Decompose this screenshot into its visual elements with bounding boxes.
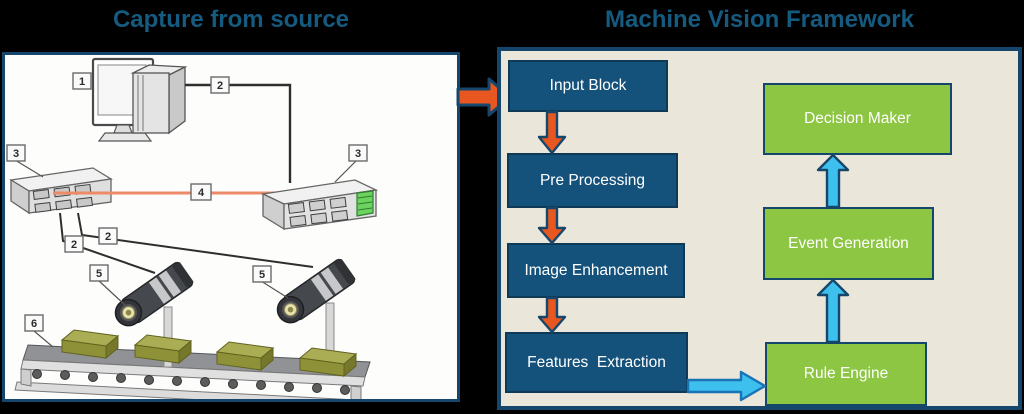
svg-text:3: 3 bbox=[13, 148, 19, 160]
callout-camera-cable-a: 2 bbox=[64, 235, 84, 253]
block-image-enhancement: Image Enhancement bbox=[507, 243, 685, 298]
framework-panel: Input Block Pre Processing Image Enhance… bbox=[497, 47, 1022, 410]
right-switch-icon bbox=[260, 179, 379, 231]
arrow-preprocessing-to-enhancement-icon bbox=[537, 206, 567, 245]
block-features-extraction: Features Extraction bbox=[505, 332, 688, 393]
svg-text:4: 4 bbox=[198, 187, 205, 199]
arrow-rule-to-event-icon bbox=[816, 278, 850, 344]
left-camera-icon bbox=[114, 261, 194, 327]
block-pre-processing: Pre Processing bbox=[507, 153, 678, 208]
callout-switch-link: 4 bbox=[190, 183, 212, 201]
computer-cable bbox=[185, 83, 292, 183]
svg-text:5: 5 bbox=[259, 269, 265, 281]
conveyor-rollers bbox=[32, 369, 350, 395]
arrow-input-to-preprocessing-icon bbox=[537, 110, 567, 155]
framework-title: Machine Vision Framework bbox=[605, 6, 914, 33]
block-label: Event Generation bbox=[788, 234, 909, 252]
block-label: Image Enhancement bbox=[524, 261, 668, 279]
svg-text:1: 1 bbox=[79, 76, 85, 88]
block-label: Features Extraction bbox=[527, 353, 666, 371]
block-label: Decision Maker bbox=[804, 110, 911, 127]
svg-text:2: 2 bbox=[71, 239, 77, 251]
camera-cable-a bbox=[59, 212, 156, 274]
capture-panel: 1 2 3 3 4 2 2 5 bbox=[2, 52, 460, 409]
callout-camera-cable-b: 2 bbox=[98, 227, 118, 245]
svg-text:5: 5 bbox=[96, 268, 102, 280]
block-decision-maker: Decision Maker bbox=[763, 83, 952, 155]
svg-text:2: 2 bbox=[105, 231, 111, 243]
arrow-features-to-rule-icon bbox=[686, 370, 767, 402]
block-rule-engine: Rule Engine bbox=[765, 342, 927, 406]
right-camera-icon bbox=[276, 258, 356, 324]
computer-tower-icon bbox=[130, 64, 188, 135]
left-switch-icon bbox=[9, 167, 113, 215]
block-event-generation: Event Generation bbox=[763, 207, 934, 280]
callout-computer-cable: 2 bbox=[210, 76, 230, 94]
arrow-event-to-decision-icon bbox=[816, 153, 850, 209]
camera-cable-b bbox=[77, 212, 314, 268]
parcel-boxes bbox=[60, 329, 358, 378]
callout-left-switch: 3 bbox=[6, 144, 26, 162]
svg-text:6: 6 bbox=[31, 318, 37, 330]
callout-conveyor: 6 bbox=[24, 314, 44, 332]
svg-text:2: 2 bbox=[217, 80, 223, 92]
callout-right-camera: 5 bbox=[252, 265, 272, 283]
block-label: Input Block bbox=[549, 77, 627, 94]
capture-illustration: 1 2 3 3 4 2 2 5 bbox=[6, 57, 379, 409]
svg-text:3: 3 bbox=[355, 148, 361, 160]
callout-left-camera: 5 bbox=[89, 264, 109, 282]
callout-pointers bbox=[14, 159, 358, 348]
switch-ports bbox=[287, 196, 349, 227]
block-label: Pre Processing bbox=[539, 171, 646, 189]
callout-computer: 1 bbox=[72, 72, 92, 90]
capture-title: Capture from source bbox=[112, 6, 350, 33]
block-label: Rule Engine bbox=[803, 365, 889, 382]
callout-right-switch: 3 bbox=[348, 144, 368, 162]
arrow-enhancement-to-features-icon bbox=[537, 296, 567, 334]
conveyor-icon bbox=[14, 344, 371, 409]
block-input-block: Input Block bbox=[508, 60, 668, 112]
